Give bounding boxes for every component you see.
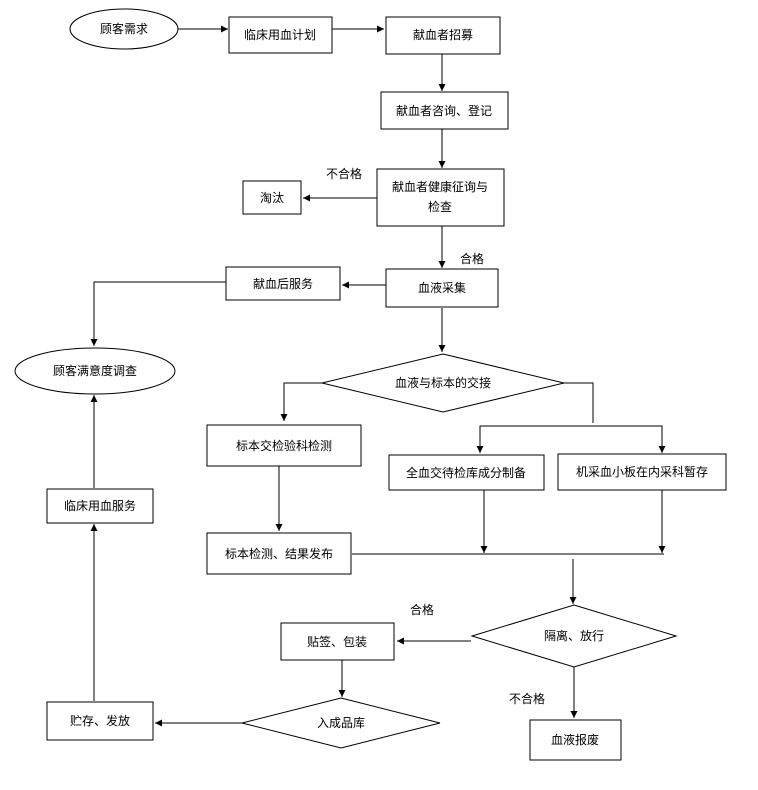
- node-label-line1: 献血者健康征询与: [392, 179, 488, 194]
- node-label: 全血交待检库成分制备: [406, 465, 526, 480]
- node-label: 献血后服务: [253, 276, 313, 291]
- node-sample-to-lab: 标本交检验科检测: [206, 424, 362, 467]
- node-label: 献血者招募: [413, 27, 473, 42]
- node-sample-test-result: 标本检测、结果发布: [206, 532, 352, 575]
- node-donor-recruitment: 献血者招募: [385, 16, 501, 55]
- node-warehouse-in: 入成品库: [241, 697, 441, 749]
- node-label: 机采血小板在内采科暂存: [576, 465, 708, 479]
- node-clinical-blood-service: 临床用血服务: [46, 488, 154, 524]
- node-label: 标本交检验科检测: [236, 438, 332, 453]
- node-label-package: 贴签、包装: [280, 622, 395, 661]
- node-label: 贴签、包装: [307, 634, 367, 649]
- node-whole-blood-to-prep: 全血交待检库成分制备: [388, 454, 545, 491]
- node-customer-satisfaction-survey: 顾客满意度调查: [14, 347, 176, 395]
- edge-labels: 不合格 合格 合格 不合格: [326, 166, 545, 706]
- node-donor-health-check: 献血者健康征询与 检查: [376, 168, 505, 227]
- edge-label-unqualified-release: 不合格: [509, 691, 545, 706]
- node-label: 淘汰: [260, 191, 284, 205]
- node-eliminate: 淘汰: [242, 180, 302, 215]
- node-label-line2: 检查: [428, 199, 452, 214]
- node-label: 临床用血计划: [244, 28, 316, 42]
- edges: [90, 25, 666, 727]
- node-donor-consult-register: 献血者咨询、登记: [380, 91, 509, 130]
- node-clinical-blood-plan: 临床用血计划: [228, 16, 333, 54]
- node-label: 血液与标本的交接: [395, 375, 491, 390]
- edge-split-to-platelet: [593, 425, 666, 453]
- edge-split-to-wholeblood: [476, 425, 593, 453]
- node-label: 标本检测、结果发布: [225, 546, 333, 561]
- node-label: 血液采集: [418, 280, 466, 295]
- edge-label-qualified-release: 合格: [410, 602, 434, 617]
- node-blood-scrap: 血液报废: [529, 719, 622, 761]
- node-post-donation-service: 献血后服务: [225, 266, 341, 301]
- node-store-dispatch: 贮存、发放: [46, 701, 154, 741]
- node-label: 顾客需求: [100, 21, 148, 36]
- node-isolation-release: 隔离、放行: [470, 604, 678, 668]
- edge-handover-to-lab: [280, 382, 322, 421]
- node-blood-sample-handover: 血液与标本的交接: [321, 353, 565, 413]
- node-label: 隔离、放行: [544, 628, 604, 643]
- edge-label-unqualified-health: 不合格: [326, 166, 362, 181]
- node-platelet-temp-storage: 机采血小板在内采科暂存: [557, 453, 727, 491]
- edge-postservice-to-survey: [90, 281, 226, 346]
- node-label: 临床用血服务: [64, 498, 136, 513]
- node-blood-collection: 血液采集: [385, 268, 499, 308]
- node-label: 入成品库: [317, 715, 365, 730]
- node-label: 血液报废: [551, 732, 599, 747]
- node-customer-demand: 顾客需求: [69, 8, 179, 50]
- node-label: 顾客满意度调查: [53, 363, 137, 378]
- nodes: 顾客需求 临床用血计划 献血者招募 献血者咨询、登记 献血者健康征询与 检查 淘…: [14, 8, 727, 761]
- edge-label-qualified-collection: 合格: [460, 251, 484, 266]
- node-label: 贮存、发放: [70, 713, 130, 728]
- edge-handover-to-split: [563, 382, 594, 423]
- node-label: 献血者咨询、登记: [396, 103, 492, 118]
